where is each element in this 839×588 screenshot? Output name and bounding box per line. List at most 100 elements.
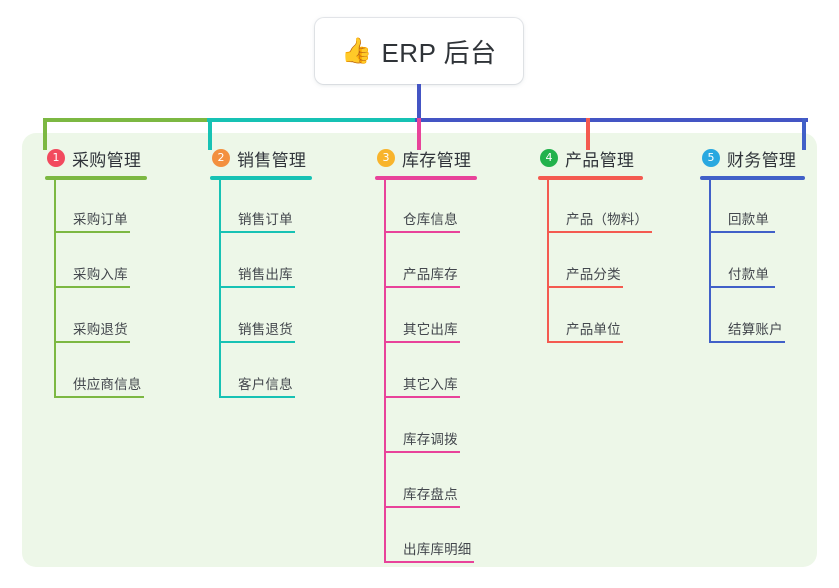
branch-item[interactable]: 产品分类 [538,239,643,294]
branch-item-rule [384,286,460,288]
branch-item-label: 销售出库 [238,267,293,282]
branch-item[interactable]: 库存调拨 [375,404,477,459]
branch-item[interactable]: 仓库信息 [375,184,477,239]
branch-item-rule [709,286,775,288]
branch-item-label: 仓库信息 [403,212,458,227]
branch-item-label: 产品库存 [403,267,458,282]
branch-item-rule [709,341,785,343]
branch-item[interactable]: 销售退货 [210,294,312,349]
branch-header-1[interactable]: 1 采购管理 [45,146,147,170]
branch-item-rule [384,451,460,453]
branch-items: 仓库信息产品库存其它出库其它入库库存调拨库存盘点出库库明细 [375,180,477,569]
branch-item[interactable]: 产品（物料） [538,184,652,239]
branch-spine [384,180,386,561]
root-node-erp-backend[interactable]: 👍 ERP 后台 [315,18,523,84]
branch-item-rule [384,506,460,508]
branch-number-badge: 5 [702,149,720,167]
branch-header-3[interactable]: 3 库存管理 [375,146,477,170]
branch-item-label: 其它出库 [403,322,458,337]
branch-item-label: 客户信息 [238,377,293,392]
branch-header-label: 采购管理 [72,150,142,170]
branch-header-rule [210,176,312,180]
branch-item-label: 结算账户 [728,322,783,337]
branch-item[interactable]: 产品单位 [538,294,643,349]
branch-item-rule [54,286,130,288]
branch-items: 采购订单采购入库采购退货供应商信息 [45,180,147,404]
branch-number-badge: 2 [212,149,230,167]
branch-item[interactable]: 客户信息 [210,349,312,404]
branch-item[interactable]: 采购退货 [45,294,147,349]
branch-item-label: 采购退货 [73,322,128,337]
branch-header-label: 产品管理 [565,150,635,170]
branch-item-rule [54,341,130,343]
branch-item[interactable]: 付款单 [700,239,805,294]
branch-item-label: 产品分类 [566,267,621,282]
branch-header-rule [700,176,805,180]
diagram-background-panel [22,133,817,567]
branch-header-4[interactable]: 4 产品管理 [538,146,643,170]
branch-item[interactable]: 产品库存 [375,239,477,294]
branch-item-label: 其它入库 [403,377,458,392]
branch-item-label: 出库库明细 [403,542,472,557]
thumbs-up-icon: 👍 [341,36,373,65]
branch-number-badge: 1 [47,149,65,167]
branch-item-rule [54,396,144,398]
branch-spine [54,180,56,396]
branch-item[interactable]: 库存盘点 [375,459,477,514]
branch-item-label: 库存盘点 [403,487,458,502]
branch-column-1: 1 采购管理采购订单采购入库采购退货供应商信息 [45,146,147,404]
branch-item-rule [547,286,623,288]
branch-spine [219,180,221,396]
branch-header-5[interactable]: 5 财务管理 [700,146,805,170]
branch-item-label: 采购订单 [73,212,128,227]
branch-item[interactable]: 回款单 [700,184,805,239]
branch-spine [547,180,549,341]
branch-spine [709,180,711,341]
branch-item-rule [219,396,295,398]
branch-item-rule [709,231,775,233]
branch-header-label: 销售管理 [237,150,307,170]
branch-item-label: 产品单位 [566,322,621,337]
branch-item-label: 付款单 [728,267,770,282]
branch-column-5: 5 财务管理回款单付款单结算账户 [700,146,805,349]
branch-item[interactable]: 采购订单 [45,184,147,239]
branch-header-label: 库存管理 [402,150,472,170]
branch-item-label: 回款单 [728,212,770,227]
branch-header-label: 财务管理 [727,150,797,170]
branch-column-4: 4 产品管理产品（物料） 产品分类产品单位 [538,146,652,349]
branch-item-label: 采购入库 [73,267,128,282]
branch-column-3: 3 库存管理仓库信息产品库存其它出库其它入库库存调拨库存盘点出库库明细 [375,146,477,569]
branch-header-2[interactable]: 2 销售管理 [210,146,312,170]
branch-items: 销售订单销售出库销售退货客户信息 [210,180,312,404]
branch-item[interactable]: 结算账户 [700,294,805,349]
branch-header-rule [538,176,643,180]
branch-item-rule [219,286,295,288]
branch-item[interactable]: 出库库明细 [375,514,477,569]
branch-item[interactable]: 其它出库 [375,294,477,349]
branch-item[interactable]: 供应商信息 [45,349,147,404]
branch-item-rule [547,341,623,343]
branch-header-rule [45,176,147,180]
branch-item-rule [547,231,652,233]
branch-item[interactable]: 采购入库 [45,239,147,294]
branch-item-label: 销售退货 [238,322,293,337]
branch-item-rule [54,231,130,233]
branch-item-label: 产品（物料） [566,212,649,227]
root-node-title: ERP 后台 [381,37,497,68]
branch-header-rule [375,176,477,180]
branch-column-2: 2 销售管理销售订单销售出库销售退货客户信息 [210,146,312,404]
branch-item-rule [219,231,295,233]
branch-item-label: 库存调拨 [403,432,458,447]
branch-item-rule [384,561,474,563]
branch-item[interactable]: 销售出库 [210,239,312,294]
branch-item[interactable]: 销售订单 [210,184,312,239]
branch-item[interactable]: 其它入库 [375,349,477,404]
branch-items: 回款单付款单结算账户 [700,180,805,349]
branch-number-badge: 3 [377,149,395,167]
branch-number-badge: 4 [540,149,558,167]
branch-item-rule [384,231,460,233]
branch-item-rule [219,341,295,343]
branch-item-label: 供应商信息 [73,377,142,392]
branch-item-label: 销售订单 [238,212,293,227]
